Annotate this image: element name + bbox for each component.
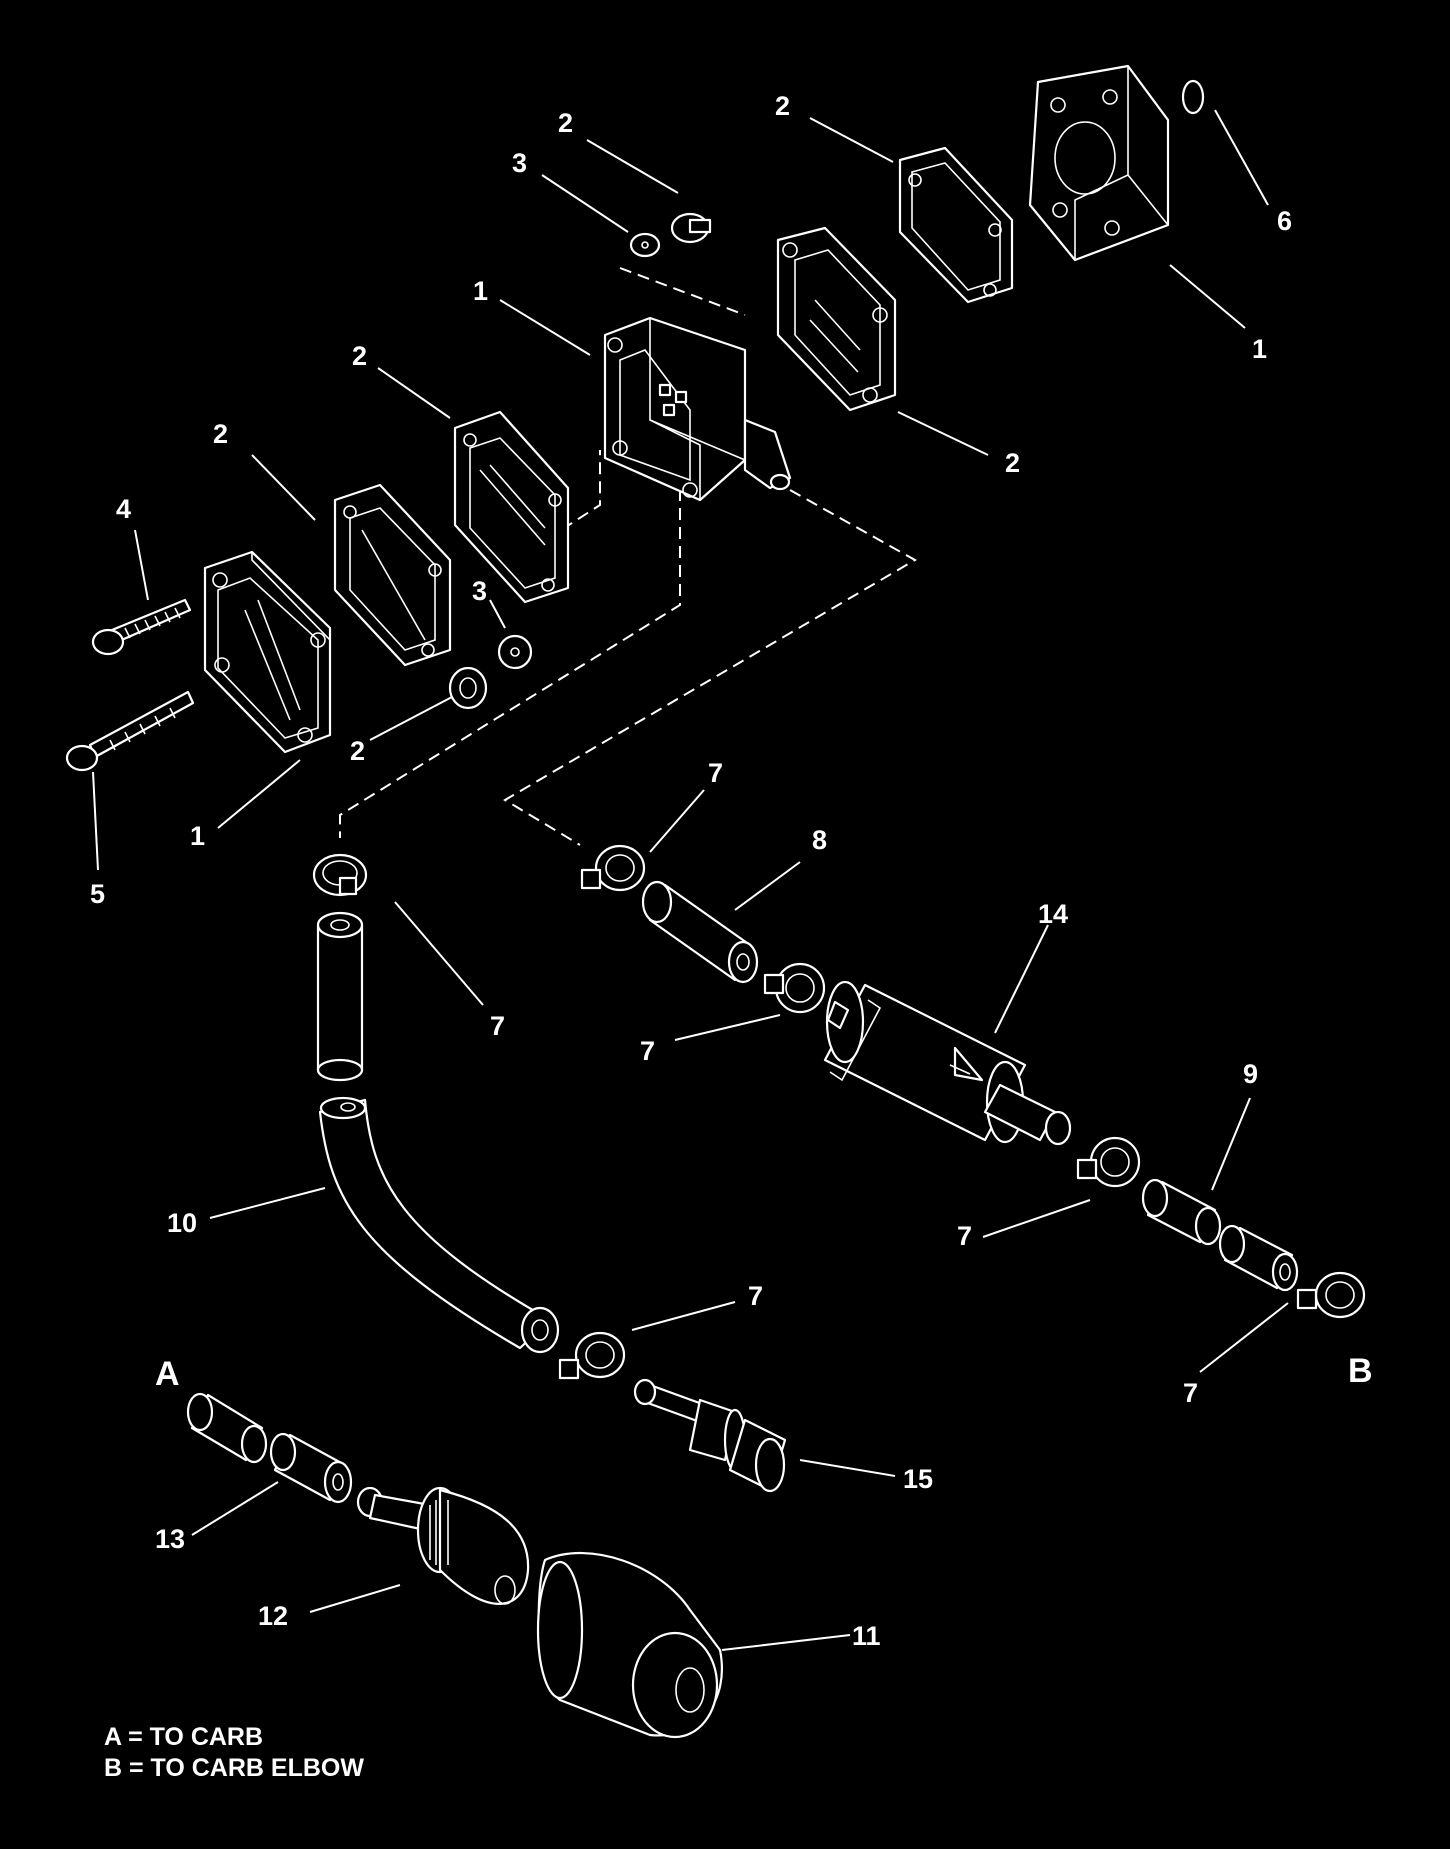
screw-5 [65,690,195,772]
callout-7: 7 [1183,1378,1198,1408]
washer-top [629,232,661,258]
callout-2: 2 [775,91,790,121]
leader-lines [92,109,1289,1651]
callout-5: 5 [90,879,105,909]
callout-7: 7 [748,1281,763,1311]
callout-2: 2 [352,341,367,371]
clamp-7e [558,1331,626,1380]
legend-line-b: B = TO CARB ELBOW [104,1754,364,1782]
o-ring [1181,79,1205,115]
callout-7: 7 [490,1011,505,1041]
hose-long-curved [318,1096,560,1354]
diaphragm-right [776,226,897,412]
check-valve-left [448,666,488,710]
pump-base [1028,64,1170,262]
fuel-filter [823,980,1072,1146]
hose-13b [269,1432,353,1504]
callout-12: 12 [258,1601,288,1631]
clamp-7b [763,962,826,1014]
hose-9a [1141,1178,1222,1246]
gasket-right-upper [898,146,1014,304]
legend: A = TO CARB B = TO CARB ELBOW [104,1722,364,1784]
clamp-7a [580,844,646,892]
callout-2: 2 [350,736,365,766]
callout-2: 2 [1005,448,1020,478]
pump-body [603,316,792,502]
callout-6: 6 [1277,206,1292,236]
callout-2: 2 [213,419,228,449]
callout-7: 7 [957,1221,972,1251]
hose-8 [641,880,759,984]
hose-short [316,911,364,1082]
connector-15 [633,1378,787,1493]
hose-9b [1218,1224,1299,1292]
washer-left [497,634,533,670]
callout-1: 1 [1252,334,1267,364]
callout-7: 7 [708,758,723,788]
callout-7: 7 [640,1036,655,1066]
callout-labels: 2 3 2 6 1 1 2 2 2 4 3 2 1 5 7 8 14 7 7 9… [90,91,1373,1651]
hose-13a [186,1392,268,1464]
callout-1: 1 [190,821,205,851]
primer-cover-11 [536,1551,723,1739]
callout-2: 2 [558,108,573,138]
gasket-left-c [453,410,570,604]
clamp-7c [1076,1136,1141,1188]
callout-10: 10 [167,1208,197,1238]
check-valve-top [670,212,712,244]
callout-15: 15 [903,1464,933,1494]
gasket-left-b [333,483,452,667]
callout-3: 3 [472,576,487,606]
primer-bulb-12 [356,1486,530,1605]
connection-label-a: A [155,1355,180,1393]
screw-4 [91,598,192,656]
connection-label-b: B [1348,1352,1373,1390]
clamp-7d [1296,1271,1366,1319]
callout-9: 9 [1243,1059,1258,1089]
callout-1: 1 [473,276,488,306]
callout-8: 8 [812,825,827,855]
callout-14: 14 [1038,899,1068,929]
legend-line-a: A = TO CARB [104,1723,264,1751]
callout-4: 4 [116,494,131,524]
callout-11: 11 [852,1621,881,1651]
callout-13: 13 [155,1524,185,1554]
clamp-left-top [312,853,368,897]
callout-3: 3 [512,148,527,178]
pump-cover-left [203,550,332,754]
